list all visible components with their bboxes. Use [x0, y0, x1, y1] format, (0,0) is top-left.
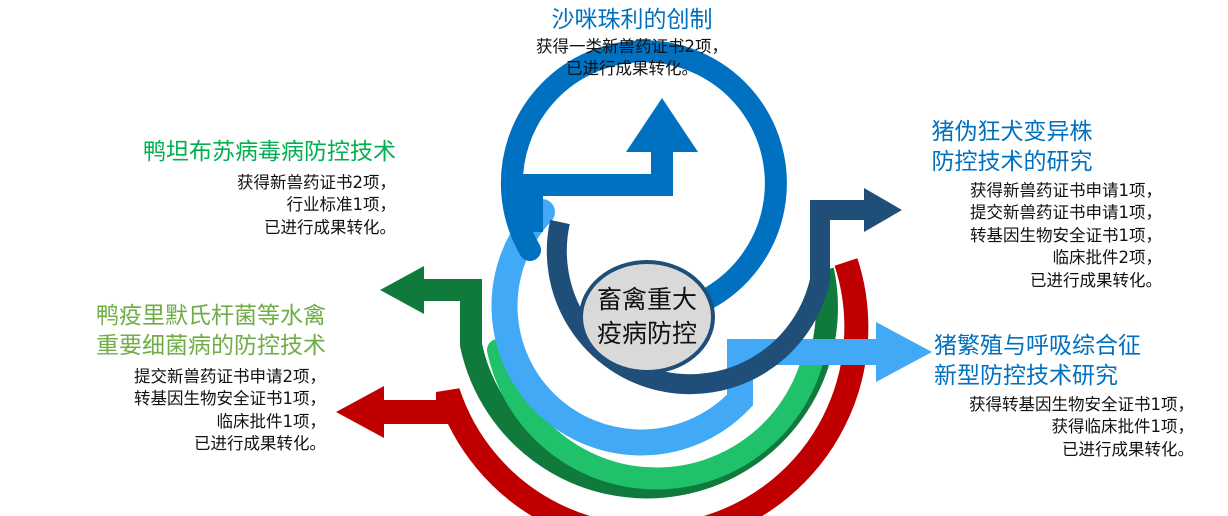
lower-right-desc-line: 获得转基因生物安全证书1项， [969, 394, 1194, 414]
upper-right-desc: 获得新兽药证书申请1项， 提交新兽药证书申请1项， 转基因生物安全证书1项， 临… [912, 180, 1162, 292]
lower-right-block: 猪繁殖与呼吸综合征 新型防控技术研究 获得转基因生物安全证书1项， 获得临床批件… [900, 332, 1194, 461]
lower-right-title-line: 猪繁殖与呼吸综合征 [934, 333, 1141, 359]
navy-flow-arc [546, 200, 868, 395]
lower-left-title-line: 鸭疫里默氏杆菌等水禽 [96, 303, 326, 329]
lower-right-title: 猪繁殖与呼吸综合征 新型防控技术研究 [900, 332, 1194, 392]
lower-right-desc: 获得转基因生物安全证书1项， 获得临床批件1项， 已进行成果转化。 [900, 394, 1194, 461]
lower-left-desc-line: 转基因生物安全证书1项， [134, 389, 326, 409]
lower-left-desc-line: 已进行成果转化。 [194, 434, 326, 454]
upper-right-desc-line: 获得新兽药证书申请1项， [970, 180, 1162, 200]
upper-right-title-line: 防控技术的研究 [931, 148, 1093, 175]
light-blue-flow-arc [491, 199, 893, 456]
lower-right-title-line: 新型防控技术研究 [934, 362, 1118, 389]
upper-left-desc-line: 获得新兽药证书2项， [237, 172, 396, 192]
upper-right-title: 猪伪狂犬变异株 防控技术的研究 [912, 118, 1112, 178]
upper-right-desc-line: 已进行成果转化。 [1030, 270, 1162, 290]
upper-left-block: 鸭坦布苏病毒病防控技术 获得新兽药证书2项， 行业标准1项， 已进行成果转化。 [60, 138, 396, 239]
light-blue-arrowhead [876, 322, 932, 382]
upper-right-desc-line: 临床批件2项， [1052, 248, 1163, 268]
lower-left-block: 鸭疫里默氏杆菌等水禽 重要细菌病的防控技术 提交新兽药证书申请2项， 转基因生物… [10, 302, 326, 456]
red-arrowhead [336, 386, 384, 438]
lower-left-title-line: 重要细菌病的防控技术 [96, 332, 326, 359]
lower-right-desc-line: 已进行成果转化。 [1062, 439, 1194, 459]
lower-left-desc-line: 提交新兽药证书申请2项， [134, 366, 326, 386]
red-flow-arc [380, 258, 869, 516]
navy-arrowhead [864, 188, 902, 232]
top-blue-flow-arc [500, 40, 787, 325]
hub-line-2: 疫病防控 [596, 319, 697, 348]
upper-right-desc-line: 提交新兽药证书申请1项， [970, 203, 1162, 223]
lower-left-title: 鸭疫里默氏杆菌等水禽 重要细菌病的防控技术 [10, 302, 326, 362]
top-blue-arrowhead [626, 98, 698, 152]
center-hub: 畜禽重大 疫病防控 [579, 260, 715, 374]
lower-right-desc-line: 获得临床批件1项， [1051, 417, 1195, 437]
dark-green-arrowhead [380, 266, 424, 314]
upper-left-desc-line: 已进行成果转化。 [264, 217, 396, 237]
upper-right-desc-line: 转基因生物安全证书1项， [970, 225, 1162, 245]
top-desc-line: 获得一类新兽药证书2项， [536, 36, 728, 56]
upper-left-title: 鸭坦布苏病毒病防控技术 [143, 139, 396, 165]
upper-right-block: 猪伪狂犬变异株 防控技术的研究 获得新兽药证书申请1项， 提交新兽药证书申请1项… [912, 118, 1163, 292]
top-block: 沙咪珠利的创制 获得一类新兽药证书2项， 已进行成果转化。 [482, 6, 782, 81]
upper-left-desc: 获得新兽药证书2项， 行业标准1项， 已进行成果转化。 [60, 172, 396, 239]
top-desc-line: 已进行成果转化。 [566, 59, 698, 79]
bright-green-flow-arc [487, 339, 826, 490]
top-blue-stem [521, 150, 673, 232]
lower-left-desc-line: 临床批件1项， [216, 411, 327, 431]
hub-line-1: 畜禽重大 [596, 285, 697, 315]
upper-left-desc-line: 行业标准1项， [286, 195, 397, 215]
lower-left-desc: 提交新兽药证书申请2项， 转基因生物安全证书1项， 临床批件1项， 已进行成果转… [10, 366, 326, 456]
upper-right-title-line: 猪伪狂犬变异株 [931, 119, 1093, 145]
top-title: 沙咪珠利的创制 [551, 7, 713, 33]
top-desc: 获得一类新兽药证书2项， 已进行成果转化。 [482, 36, 782, 81]
